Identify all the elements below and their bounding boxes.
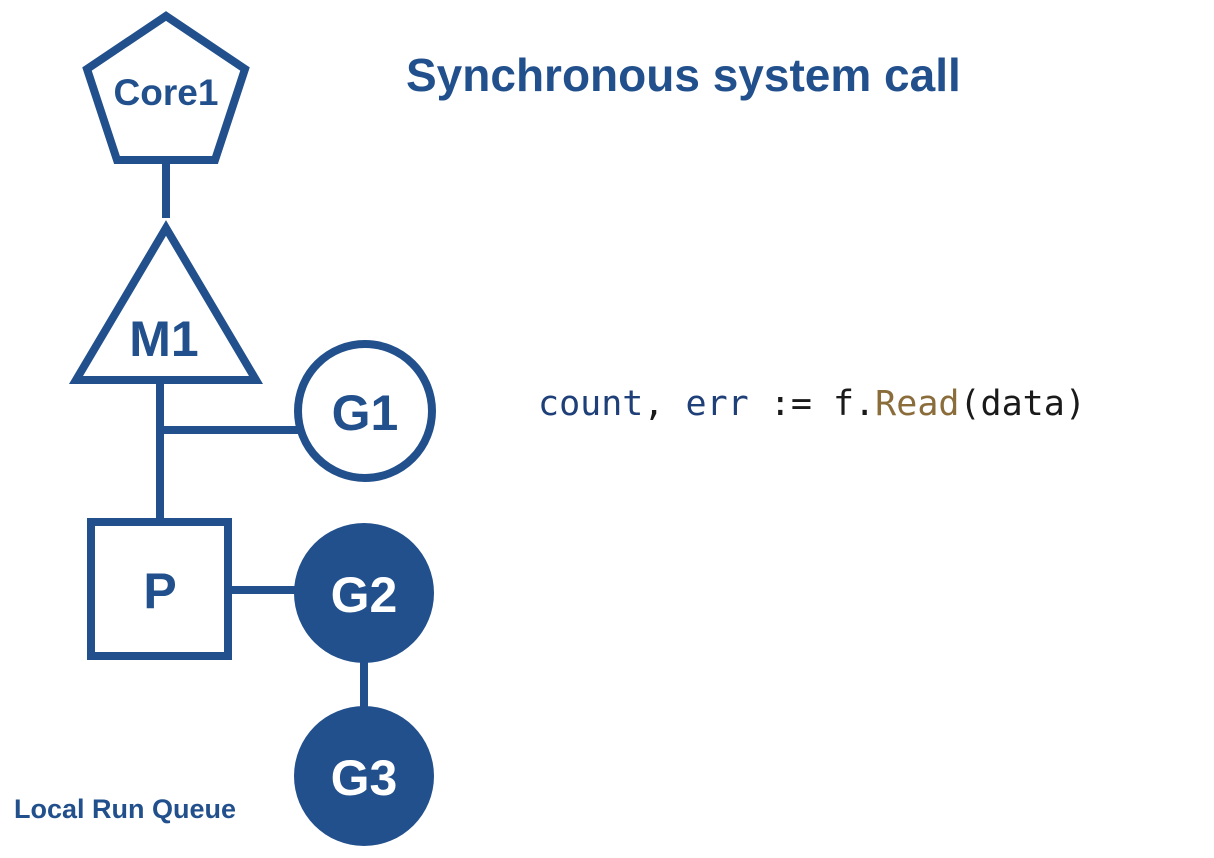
- core-label: Core1: [114, 72, 219, 113]
- g1-circle-shape: [294, 340, 436, 482]
- code-assign-op: := f.: [748, 384, 876, 424]
- code-snippet: count, err := f.Read(data): [538, 384, 1086, 424]
- machine-triangle-shape: [68, 220, 264, 384]
- code-args: (data): [959, 384, 1086, 424]
- g3-circle-shape: [294, 706, 434, 846]
- g1-node: G1: [294, 340, 436, 482]
- g2-circle-shape: [294, 523, 434, 663]
- g3-node: G3: [294, 706, 434, 846]
- code-var-err: err: [685, 384, 749, 424]
- diagram-title: Synchronous system call: [406, 49, 961, 101]
- processor-label: P: [143, 563, 176, 619]
- code-func-read: Read: [875, 384, 960, 424]
- core-node: Core1: [82, 11, 250, 164]
- machine-label: M1: [129, 311, 198, 367]
- code-comma: ,: [643, 384, 686, 424]
- local-run-queue-label: Local Run Queue: [14, 794, 237, 824]
- processor-square-shape: [87, 518, 232, 660]
- g1-label: G1: [332, 385, 399, 441]
- g2-node: G2: [294, 523, 434, 663]
- processor-node: P: [87, 518, 232, 660]
- g3-label: G3: [331, 750, 398, 806]
- code-var-count: count: [538, 384, 644, 424]
- g2-label: G2: [331, 567, 398, 623]
- core-pentagon-shape: [82, 11, 250, 164]
- machine-node: M1: [68, 220, 264, 384]
